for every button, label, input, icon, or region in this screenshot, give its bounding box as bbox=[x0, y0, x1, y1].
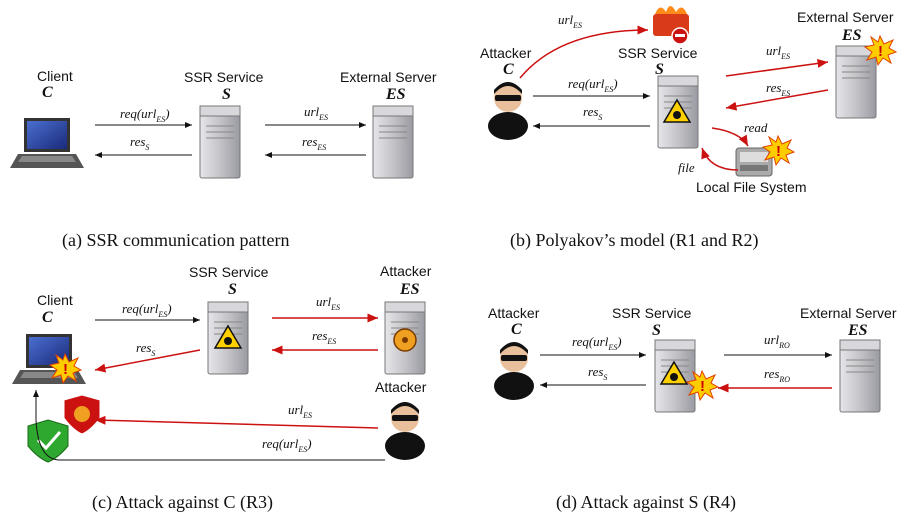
req2-label: req(urlES) bbox=[262, 436, 312, 454]
attacker-icon bbox=[488, 82, 528, 140]
es-letter: ES bbox=[399, 281, 420, 298]
url2-label: urlES bbox=[288, 402, 312, 420]
es-letter: ES bbox=[841, 27, 862, 44]
caption-a: (a) SSR communication pattern bbox=[62, 230, 289, 251]
server-icon bbox=[372, 105, 414, 179]
disk-icon bbox=[735, 147, 773, 177]
url-label: urlES bbox=[304, 104, 328, 122]
ssr-letter: S bbox=[222, 86, 231, 103]
ssr-label: SSR Service bbox=[189, 264, 269, 280]
fs-label: Local File System bbox=[696, 179, 806, 195]
ssr-label: SSR Service bbox=[184, 69, 264, 85]
caption-c: (c) Attack against C (R3) bbox=[92, 492, 273, 513]
client-label: Client bbox=[37, 292, 73, 308]
panel-c: Client C SSR Service S Attacker ES Attac… bbox=[12, 263, 432, 513]
req-label: req(urlES) bbox=[120, 106, 170, 124]
res-es-label: resES bbox=[766, 80, 790, 98]
client-letter: C bbox=[42, 309, 53, 326]
attacker-icon bbox=[494, 342, 534, 400]
url-fw-label: urlES bbox=[558, 12, 582, 30]
es-label: External Server bbox=[797, 9, 894, 25]
es-letter: ES bbox=[847, 322, 868, 339]
res-es-arrow bbox=[725, 89, 829, 111]
panel-d: Attacker C SSR Service S External Server… bbox=[488, 305, 897, 513]
client-letter: C bbox=[42, 84, 53, 101]
client-label: Client bbox=[37, 68, 73, 84]
url2-arrow bbox=[94, 415, 379, 429]
ssr-label: SSR Service bbox=[612, 305, 692, 321]
res-label: resRO bbox=[764, 366, 790, 384]
server-icon bbox=[199, 105, 241, 179]
ssr-letter: S bbox=[228, 281, 237, 298]
server-icon bbox=[839, 339, 881, 413]
file-arrow bbox=[701, 147, 739, 171]
url-arrow bbox=[725, 58, 829, 77]
panel-a: Client C SSR Service S External Server E… bbox=[10, 68, 437, 251]
read-label: read bbox=[744, 120, 768, 135]
panel-b: Attacker C SSR Service S External Server… bbox=[480, 6, 897, 251]
laptop-icon bbox=[10, 118, 84, 168]
req-label: req(urlES) bbox=[122, 301, 172, 319]
es-label: External Server bbox=[800, 305, 897, 321]
caption-d: (d) Attack against S (R4) bbox=[556, 492, 736, 513]
attacker-letter: C bbox=[511, 321, 522, 338]
ssr-letter: S bbox=[655, 61, 664, 78]
ssr-letter: S bbox=[652, 322, 661, 339]
attacker2-label: Attacker bbox=[375, 379, 427, 395]
res-es-label: resES bbox=[302, 134, 326, 152]
read-arrow bbox=[711, 127, 749, 147]
biohazard-icon bbox=[393, 328, 417, 352]
url-label: urlES bbox=[316, 294, 340, 312]
res-s-label: resS bbox=[588, 364, 607, 382]
url-label: urlES bbox=[766, 43, 790, 61]
res-s-label: resS bbox=[583, 104, 602, 122]
res-es-label: resES bbox=[312, 328, 336, 346]
res-s-label: resS bbox=[130, 134, 149, 152]
es-label: Attacker bbox=[380, 263, 432, 279]
req2-arrow bbox=[33, 390, 385, 461]
attacker-letter: C bbox=[503, 61, 514, 78]
req-label: req(urlES) bbox=[568, 76, 618, 94]
attacker-label: Attacker bbox=[480, 45, 532, 61]
url-attack-arrow bbox=[519, 25, 649, 79]
req-label: req(urlES) bbox=[572, 334, 622, 352]
es-label: External Server bbox=[340, 69, 437, 85]
biohazard-shield-icon bbox=[63, 394, 101, 435]
attacker-icon bbox=[385, 402, 425, 460]
url-label: urlRO bbox=[764, 332, 790, 350]
attacker-label: Attacker bbox=[488, 305, 540, 321]
firewall-icon bbox=[653, 6, 689, 45]
res-s-arrow bbox=[94, 349, 201, 373]
es-letter: ES bbox=[385, 86, 406, 103]
file-label: file bbox=[678, 160, 695, 175]
res-s-label: resS bbox=[136, 340, 155, 358]
check-shield-icon bbox=[27, 419, 69, 463]
caption-b: (b) Polyakov’s model (R1 and R2) bbox=[510, 230, 758, 251]
ssr-label: SSR Service bbox=[618, 45, 698, 61]
